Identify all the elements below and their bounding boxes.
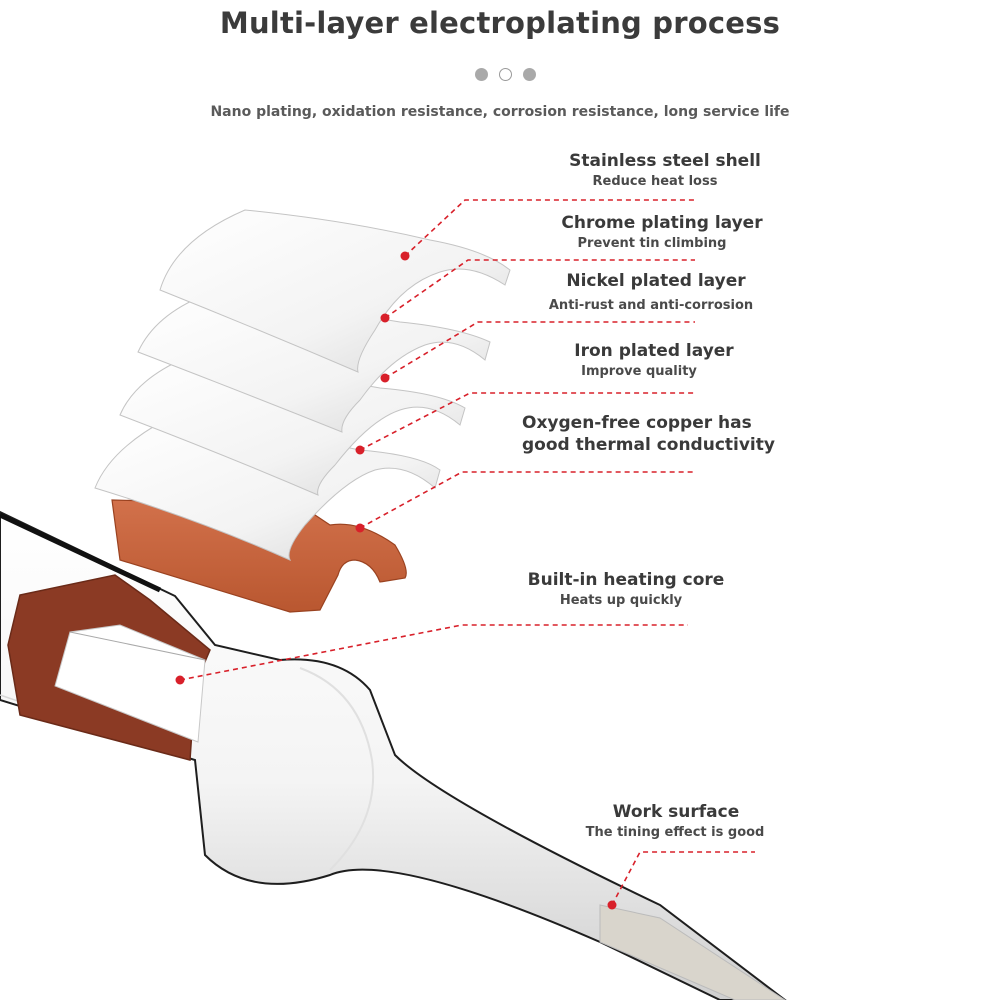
callout-line-iron <box>359 392 695 451</box>
stainless-steel-shell-layer <box>159 209 511 373</box>
callout-line-chrome <box>384 259 695 319</box>
callout-lines <box>179 199 755 906</box>
callout-dot-stainless <box>400 251 410 261</box>
label-heating-title: Built-in heating core <box>527 570 725 590</box>
label-heating-desc: Heats up quickly <box>559 593 683 608</box>
label-built-in-heating-core: Built-in heating core Heats up quickly <box>506 569 746 611</box>
label-iron-desc: Improve quality <box>581 364 697 379</box>
callout-dot-heating <box>175 675 185 685</box>
callout-line-nickel <box>384 321 695 379</box>
label-stainless-desc: Reduce heat loss <box>592 174 718 189</box>
label-iron-title: Iron plated layer <box>574 341 734 361</box>
label-stainless-title: Stainless steel shell <box>569 151 761 171</box>
callout-line-copper <box>359 471 695 529</box>
label-nickel-title: Nickel plated layer <box>566 271 746 291</box>
carousel-dot-3[interactable] <box>523 68 536 81</box>
heating-core-cutaway <box>7 574 211 761</box>
label-oxygen-free-copper: Oxygen-free copper has good thermal cond… <box>522 412 784 456</box>
label-copper-line2: good thermal conductivity <box>522 435 775 455</box>
callout-line-work <box>611 851 755 906</box>
callout-dot-work <box>607 900 617 910</box>
label-chrome-desc: Prevent tin climbing <box>577 236 727 251</box>
label-nickel-desc: Anti-rust and anti-corrosion <box>548 298 754 313</box>
label-chrome-plating-layer: Chrome plating layer Prevent tin climbin… <box>542 212 782 254</box>
label-copper-line1: Oxygen-free copper has <box>522 413 752 433</box>
label-work-desc: The tining effect is good <box>585 825 765 840</box>
label-work-surface: Work surface The tining effect is good <box>566 801 786 843</box>
carousel-dot-2-active[interactable] <box>499 68 512 81</box>
callout-dot-chrome <box>380 313 390 323</box>
label-chrome-title: Chrome plating layer <box>561 213 763 233</box>
carousel-dot-1[interactable] <box>475 68 488 81</box>
callout-dot-copper <box>355 523 365 533</box>
label-stainless-steel-shell: Stainless steel shell Reduce heat loss <box>545 150 785 192</box>
page-title: Multi-layer electroplating process <box>219 6 781 40</box>
callout-line-stainless <box>404 199 695 257</box>
carousel-indicator <box>473 68 543 84</box>
callout-dots <box>175 251 617 910</box>
copper-core <box>111 499 407 613</box>
label-nickel-plated-layer: Nickel plated layer Anti-rust and anti-c… <box>536 270 776 316</box>
label-iron-plated-layer: Iron plated layer Improve quality <box>534 340 774 382</box>
tinned-tip-coating <box>599 904 786 1000</box>
page-subtitle: Nano plating, oxidation resistance, corr… <box>210 104 790 120</box>
callout-dot-nickel <box>380 373 390 383</box>
label-work-title: Work surface <box>612 802 740 822</box>
callout-dot-iron <box>355 445 365 455</box>
